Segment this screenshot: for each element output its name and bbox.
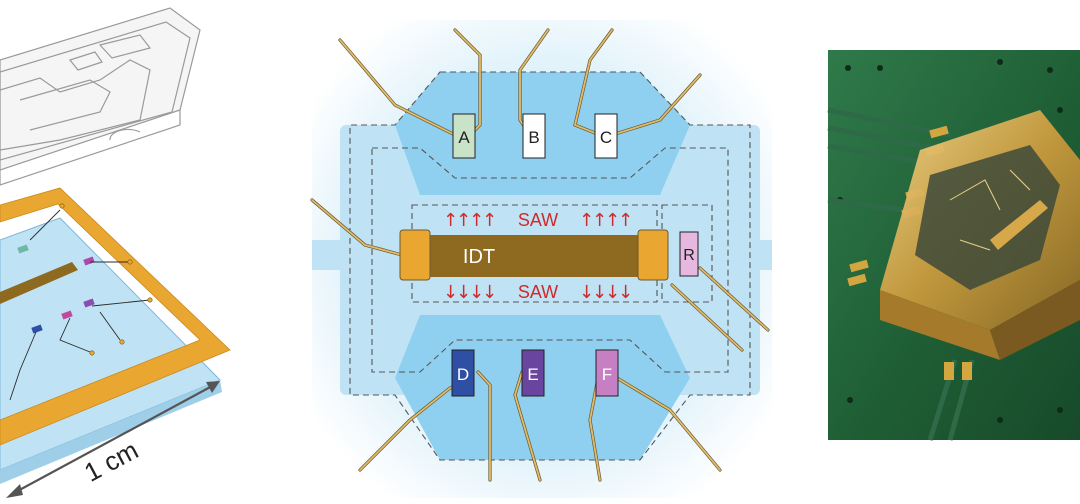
gold-electrode-frame [0, 187, 231, 446]
saw-arrow-up: ↑ [579, 210, 594, 231]
pdms-cover-layer [0, 7, 201, 186]
pad-c-body [594, 113, 618, 159]
saw-arrow-down: ↓ [456, 282, 471, 303]
scale-arrow-right [206, 381, 220, 393]
pad-f-body [595, 349, 619, 397]
saw-arrow-up: ↑ [443, 210, 458, 231]
scale-bar-line [11, 384, 215, 495]
pad-a-body [452, 113, 476, 159]
idt-left-electrode [399, 229, 431, 281]
saw-arrow-down: ↓ [482, 282, 497, 303]
board-holes [837, 59, 1063, 423]
saw-arrow-down: ↓ [579, 282, 594, 303]
pad-blue [31, 324, 43, 334]
saw-arrow-down: ↓ [469, 282, 484, 303]
saw-arrow-up: ↑ [605, 210, 620, 231]
idt-transducer: IDT [399, 229, 669, 281]
saw-label-bottom: SAW [518, 282, 558, 302]
chip-wires [949, 169, 1031, 251]
substrate-edge [0, 380, 222, 484]
idt-label: IDT [463, 246, 495, 268]
pdms-cube-side [880, 290, 1000, 360]
pad-e-label: E [527, 365, 538, 384]
center-schematic: A B C D E F IDT [310, 20, 772, 498]
pad-e-body [521, 349, 545, 397]
pdms-cube-front [990, 280, 1080, 360]
scale-arrow-left [6, 484, 23, 498]
idt-bar [428, 235, 640, 277]
saw-arrow-down: ↓ [618, 282, 633, 303]
pad-f-label: F [602, 365, 612, 384]
saw-arrow-down: ↓ [605, 282, 620, 303]
pad-a: A [452, 113, 476, 159]
saw-arrow-up: ↑ [456, 210, 471, 231]
pad-e: E [521, 349, 545, 397]
pad-teal [17, 244, 29, 254]
pad-d-body [451, 349, 475, 397]
idt-right-electrode [637, 229, 669, 281]
pad-d-label: D [457, 365, 469, 384]
pad-a-label: A [458, 128, 470, 147]
pad-b-body [522, 113, 546, 159]
pad-d: D [451, 349, 475, 397]
pad-r-body [679, 231, 699, 277]
saw-arrows-bottom: ↓ ↓ ↓ ↓ ↓ ↓ ↓ ↓ [443, 282, 633, 303]
pad-r-label: R [683, 247, 695, 264]
saw-label-top: SAW [518, 210, 558, 230]
pad-b: B [522, 113, 546, 159]
pad-r: R [679, 231, 699, 277]
exploded-device-illustration: 1 cm [0, 7, 231, 498]
device-photo [827, 50, 1080, 441]
saw-arrow-up: ↑ [482, 210, 497, 231]
pad-c-label: C [600, 128, 612, 147]
saw-arrow-up: ↑ [469, 210, 484, 231]
wire-traces [9, 209, 151, 401]
chip-inner [915, 145, 1060, 290]
idt-strip [0, 262, 78, 304]
saw-arrow-down: ↓ [443, 282, 458, 303]
saw-arrow-up: ↑ [592, 210, 607, 231]
saw-arrow-up: ↑ [618, 210, 633, 231]
chip-idt [990, 200, 1048, 250]
pad-magenta [61, 310, 73, 320]
saw-arrows-top: ↑ ↑ ↑ ↑ ↑ ↑ ↑ ↑ [443, 210, 633, 231]
pad-b-label: B [528, 128, 539, 147]
saw-arrow-down: ↓ [592, 282, 607, 303]
pad-f: F [595, 349, 619, 397]
contact-dots [59, 203, 153, 356]
pad-c: C [594, 113, 618, 159]
pad-purple-b [83, 298, 95, 308]
pad-purple-a [83, 256, 95, 266]
